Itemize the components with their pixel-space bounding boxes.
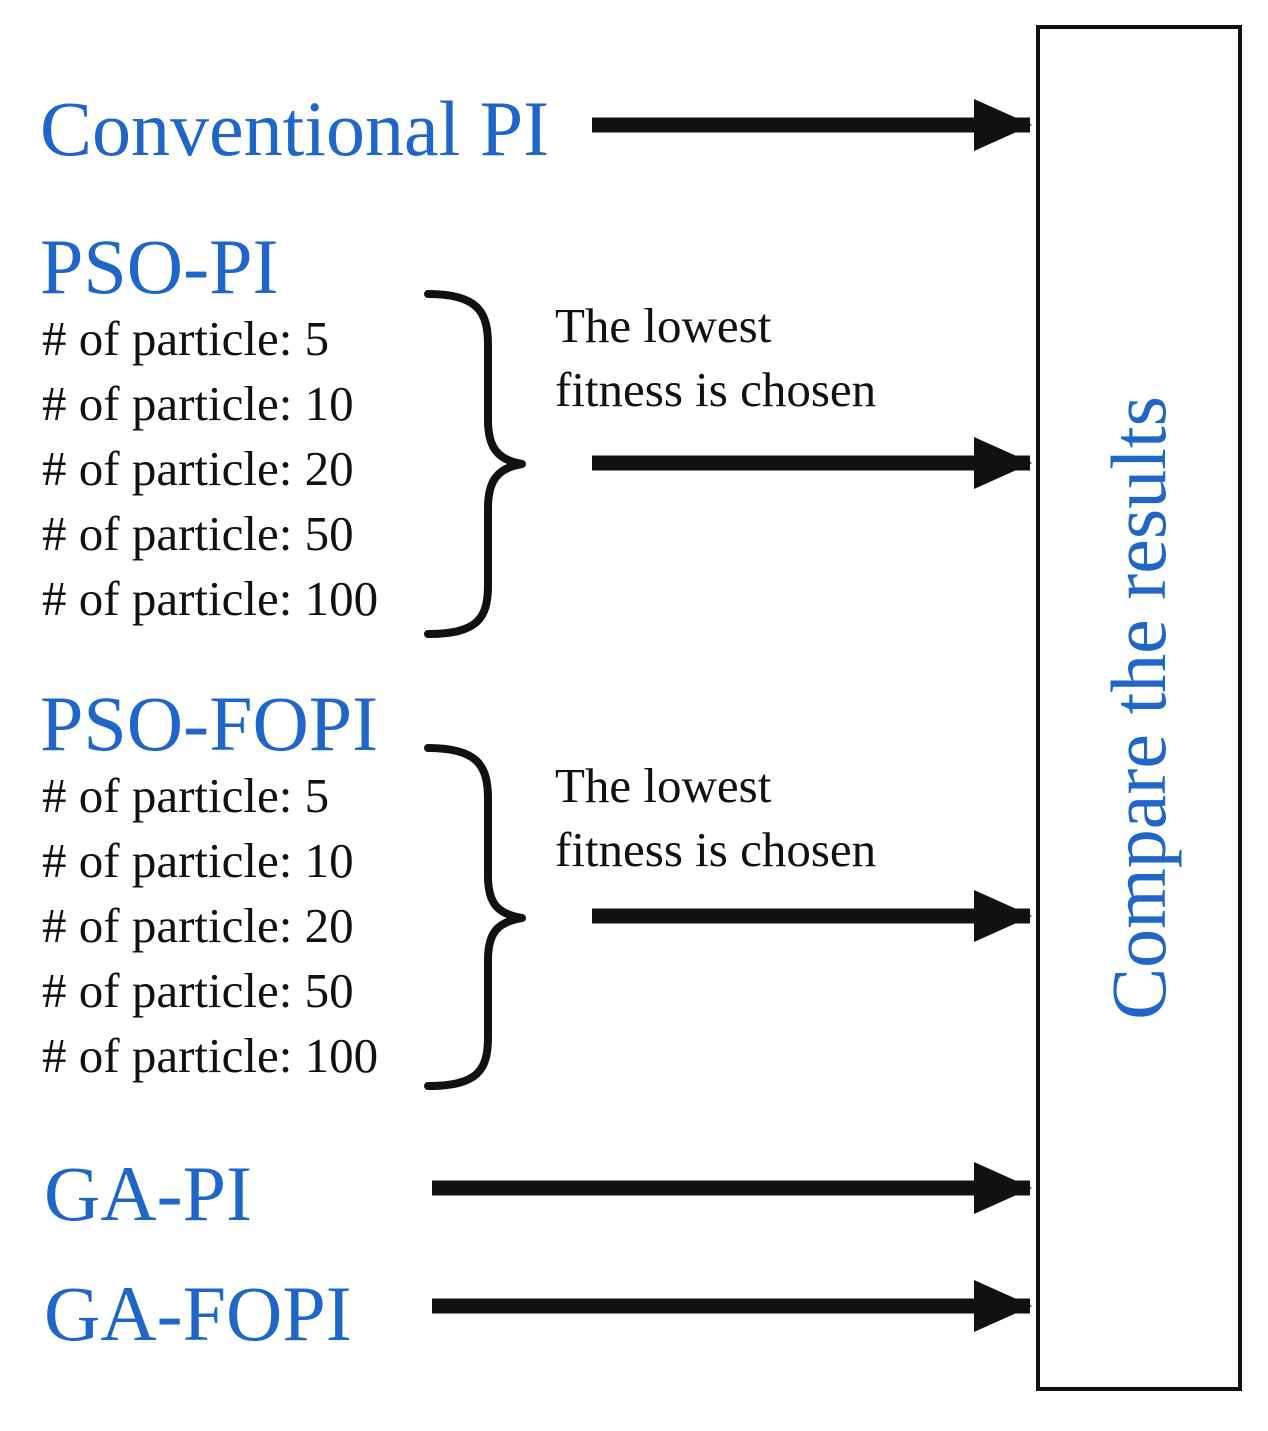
pso-fopi-particle-item: # of particle: 5 <box>42 768 330 823</box>
pso-pi-particle-item: # of particle: 10 <box>42 376 354 431</box>
pso-fopi-particle-item: # of particle: 100 <box>42 1028 379 1083</box>
compare-results-label: Compare the results <box>1095 396 1182 1020</box>
pso-fopi-title: PSO-FOPI <box>40 680 379 767</box>
pso-fopi-particle-item: # of particle: 20 <box>42 898 354 953</box>
pso-fopi-selection-note: The lowest fitness is chosen <box>555 754 876 882</box>
pso-pi-particle-item: # of particle: 5 <box>42 311 330 366</box>
pso-fopi-note-line: fitness is chosen <box>555 822 877 877</box>
pso-pi-title: PSO-PI <box>40 223 279 310</box>
pso-pi-particle-item: # of particle: 50 <box>42 506 354 561</box>
pso-fopi-particle-item: # of particle: 10 <box>42 833 354 888</box>
pso-fopi-particle-list: # of particle: 5 # of particle: 10 # of … <box>42 763 378 1088</box>
pso-fopi-particle-item: # of particle: 50 <box>42 963 354 1018</box>
compare-results-box: Compare the results <box>1036 25 1242 1391</box>
pso-fopi-brace <box>424 744 526 1090</box>
pso-pi-particle-item: # of particle: 100 <box>42 571 379 626</box>
pso-pi-selection-note: The lowest fitness is chosen <box>555 294 876 422</box>
pso-pi-particle-list: # of particle: 5 # of particle: 10 # of … <box>42 306 378 631</box>
ga-fopi-title: GA-FOPI <box>44 1270 352 1357</box>
conventional-pi-title: Conventional PI <box>40 85 550 172</box>
pso-pi-brace <box>424 290 526 638</box>
pso-pi-note-line: fitness is chosen <box>555 362 877 417</box>
ga-pi-title: GA-PI <box>44 1150 252 1237</box>
pso-pi-note-line: The lowest <box>555 298 772 353</box>
pso-pi-particle-item: # of particle: 20 <box>42 441 354 496</box>
pso-fopi-note-line: The lowest <box>555 758 772 813</box>
